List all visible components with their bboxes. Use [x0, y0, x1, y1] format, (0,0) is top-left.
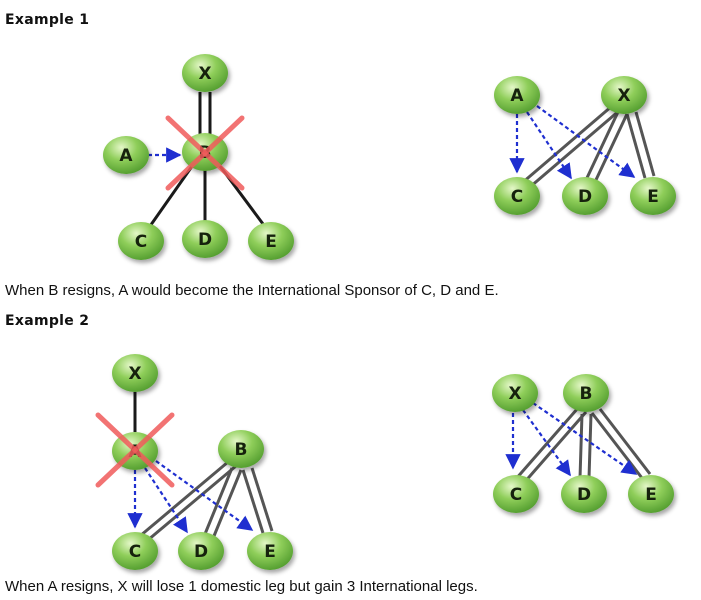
node-b: B	[218, 430, 264, 468]
node-b: B	[563, 374, 609, 412]
node-c: C	[112, 532, 158, 570]
node-label: X	[617, 86, 630, 106]
example-1-caption: When B resigns, A would become the Inter…	[5, 282, 499, 299]
node-x: X	[112, 354, 158, 392]
node-label: C	[135, 232, 147, 252]
edge-x-b	[198, 92, 212, 136]
node-c: C	[118, 222, 164, 260]
node-label: X	[128, 364, 141, 384]
node-label: X	[508, 384, 521, 404]
edge-x-c	[521, 104, 621, 189]
node-label: C	[511, 187, 523, 207]
node-d: D	[182, 220, 228, 258]
node-label: E	[264, 542, 276, 562]
node-label: A	[119, 146, 133, 166]
node-label: E	[265, 232, 277, 252]
node-a: A	[494, 76, 540, 114]
arrow-a-e	[155, 460, 254, 531]
cross-icon	[95, 412, 175, 488]
node-e: E	[247, 532, 293, 570]
node-x: X	[492, 374, 538, 412]
example-2-before-diagram: X A B C D E	[95, 354, 293, 570]
cross-icon	[165, 115, 245, 191]
node-label: D	[198, 230, 212, 250]
node-label: B	[235, 440, 248, 460]
example-1-heading: Example 1	[5, 12, 90, 28]
edge-b-c	[139, 460, 237, 542]
node-label: D	[578, 187, 592, 207]
node-label: X	[198, 64, 211, 84]
example-2-heading: Example 2	[5, 313, 90, 329]
node-c: C	[494, 177, 540, 215]
edge-b-e	[590, 408, 652, 479]
node-d: D	[562, 177, 608, 215]
edge-b-c	[513, 407, 588, 485]
edge-x-e	[625, 111, 656, 179]
edge-b-d	[578, 413, 593, 479]
node-label: A	[510, 86, 524, 106]
node-label: E	[647, 187, 659, 207]
arrow-a-d	[144, 467, 188, 534]
arrow-a-d	[526, 111, 572, 180]
node-x: X	[601, 76, 647, 114]
node-e: E	[248, 222, 294, 260]
edge-b-d	[203, 467, 243, 537]
node-d: D	[178, 532, 224, 570]
node-label: D	[194, 542, 208, 562]
node-label: D	[577, 485, 591, 505]
arrow-x-d	[522, 409, 571, 477]
node-e: E	[630, 177, 676, 215]
node-label: C	[129, 542, 141, 562]
node-x: X	[182, 54, 228, 92]
edge-b-e	[241, 467, 274, 534]
edge-x-d	[584, 111, 629, 183]
example-2-caption: When A resigns, X will lose 1 domestic l…	[5, 578, 478, 595]
node-label: C	[510, 485, 522, 505]
node-d: D	[561, 475, 607, 513]
node-label: E	[645, 485, 657, 505]
example-1-after-diagram: A X C D E	[494, 76, 676, 215]
node-a: A	[103, 136, 149, 174]
node-c: C	[493, 475, 539, 513]
example-2-after-diagram: X B C D E	[492, 374, 674, 513]
node-e: E	[628, 475, 674, 513]
node-label: B	[580, 384, 593, 404]
arrow-a-e	[536, 105, 636, 178]
example-1-before-diagram: X A B C D E	[103, 54, 294, 260]
